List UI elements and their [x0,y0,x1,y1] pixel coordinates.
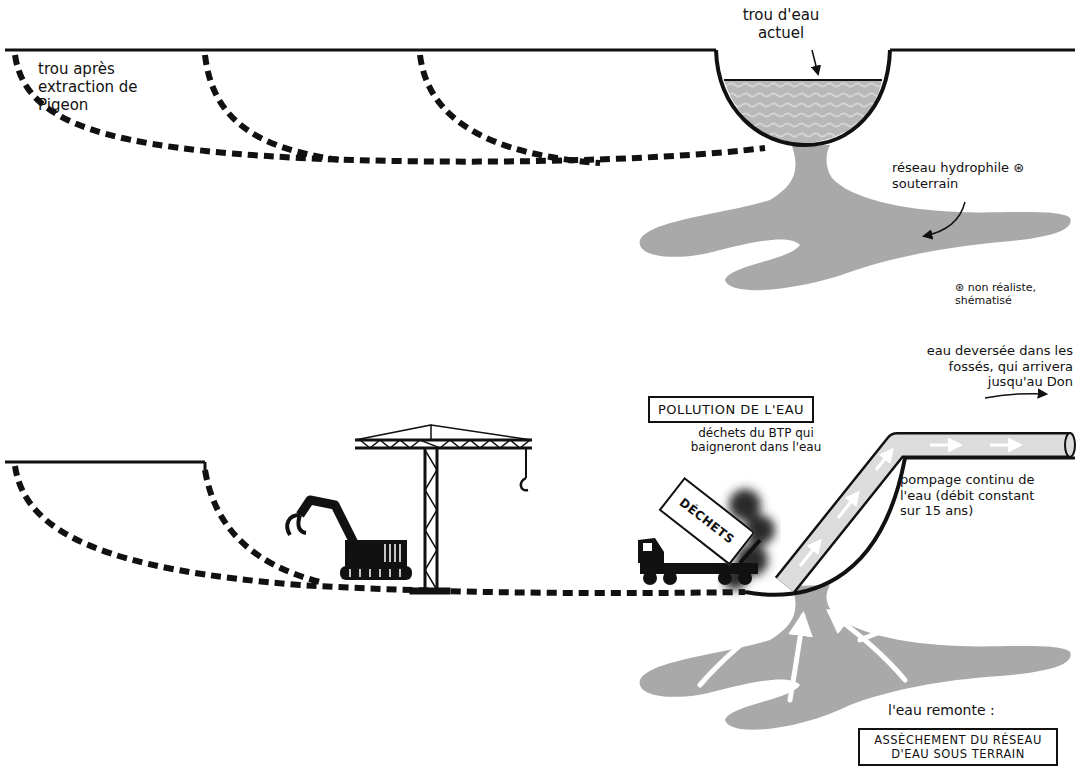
ground-line [5,49,716,52]
ground-line [890,49,1075,52]
annotation: trou d'eau actuel [735,6,827,42]
dashed-extraction [15,55,765,163]
node-text: DÉCHETS [677,495,737,546]
leader-arrow [924,202,965,236]
ground-line [5,461,205,464]
annotation: l'eau remonte : [888,702,1058,719]
boxed-note: POLLUTION DE L'EAU [648,396,814,423]
rising-water-arrows [700,612,905,700]
pit-outline [716,50,890,145]
annotation: réseau hydrophile ⊛ souterrain [892,160,1032,191]
water [724,80,882,143]
node-text: POLLUTION DE L'EAU [658,402,804,417]
leader-arrow [812,50,818,74]
leader-arrow [985,394,1046,398]
boxed-note: ASSÈCHEMENT DU RÉSEAU D'EAU SOUS TERRAIN [858,728,1058,766]
ground-line [204,462,207,470]
annotation: trou après extraction de Pigeon [38,60,168,114]
dashed-extraction [205,470,320,582]
node-text: ASSÈCHEMENT DU RÉSEAU D'EAU SOUS TERRAIN [867,733,1049,761]
annotation: ⊛ non réaliste, shématisé [955,281,1067,307]
pump-pipe [785,433,1075,585]
dashed-extraction [15,466,745,593]
excavator [287,500,412,580]
crane [355,425,532,594]
annotation: déchets du BTP qui baigneront dans l'eau [690,426,822,455]
network-bottom [640,585,1071,730]
annotation: pompage continu de l'eau (débit constant… [900,472,1040,519]
water-surface [724,79,882,81]
network-top [640,145,1071,290]
annotation: eau deversée dans les fossés, qui arrive… [895,343,1073,390]
